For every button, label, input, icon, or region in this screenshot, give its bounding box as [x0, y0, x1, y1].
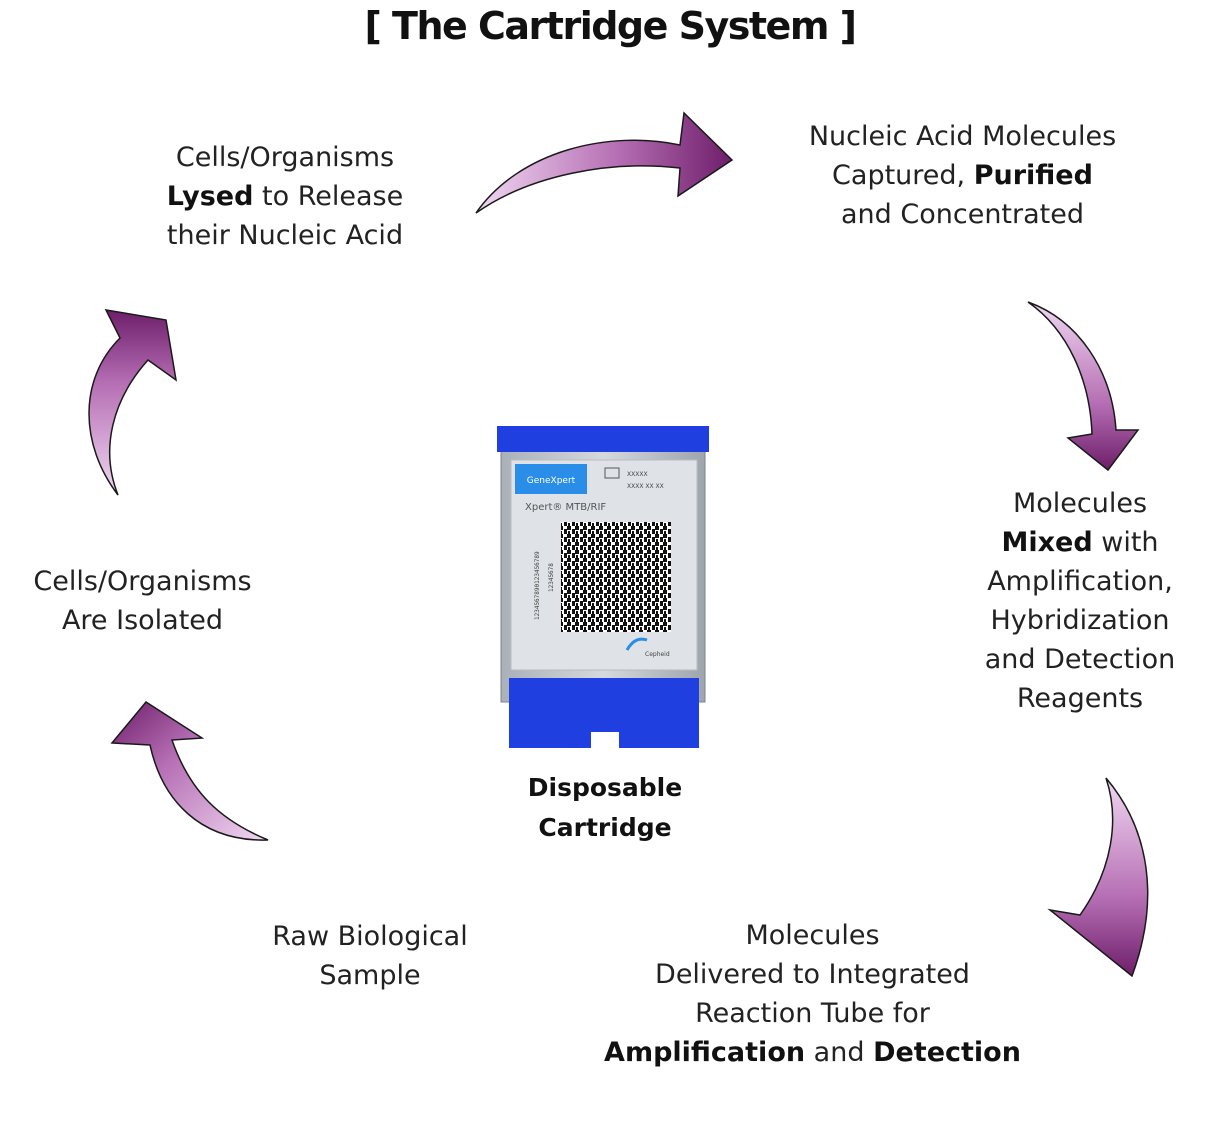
step-captured-line-3: and Concentrated	[841, 199, 1084, 230]
maker-logo-icon	[625, 637, 648, 651]
exp-label: XXXX XX XX	[627, 483, 664, 490]
mixed-bold: Mixed	[1001, 527, 1093, 558]
brand-label: GeneXpert	[527, 476, 576, 486]
step-lysed: Cells/Organisms Lysed to Release their N…	[130, 138, 440, 255]
captured-pre: Captured,	[832, 160, 974, 191]
maker-label: Cepheid	[645, 651, 670, 658]
label-icon	[604, 467, 620, 479]
cartridge-image: GeneXpert XXXXX XXXX XX XX Xpert® MTB/RI…	[497, 426, 709, 748]
step-isolated: Cells/Organisms Are Isolated	[10, 562, 275, 640]
step-captured-line-1: Nucleic Acid Molecules	[808, 121, 1117, 152]
serial-label: 1234567890123456789	[534, 551, 541, 620]
step-delivered-line-1: Molecules	[745, 920, 880, 951]
step-mixed-line-3: Amplification,	[987, 566, 1173, 597]
step-delivered-line-2: Delivered to Integrated	[655, 959, 970, 990]
lot-label: XXXXX	[627, 471, 648, 478]
step-delivered: Molecules Delivered to Integrated Reacti…	[585, 916, 1040, 1072]
lysed-rest: to Release	[253, 181, 404, 212]
brand-badge	[515, 464, 587, 494]
step-isolated-line-1: Cells/Organisms	[33, 566, 252, 597]
cartridge-cap	[497, 426, 709, 452]
arrow-icon-mixed-to-delivered	[1047, 777, 1149, 978]
arrow-icon-isolated-to-lysed	[88, 309, 178, 496]
step-captured: Nucleic Acid Molecules Captured, Purifie…	[770, 117, 1155, 234]
lysed-bold: Lysed	[166, 181, 254, 212]
step-lysed-line-1: Cells/Organisms	[175, 142, 395, 173]
step-captured-line-2: Captured, Purified	[770, 156, 1155, 195]
step-mixed-line-1: Molecules	[1012, 488, 1148, 519]
qr-code	[561, 522, 671, 632]
delivered-mid: and	[805, 1037, 874, 1068]
purified-bold: Purified	[973, 160, 1093, 191]
arrow-icon-lysed-to-captured	[475, 111, 734, 214]
step-raw: Raw Biological Sample	[245, 917, 495, 995]
step-raw-line-2: Sample	[319, 960, 421, 991]
step-delivered-line-3: Reaction Tube for	[695, 998, 930, 1029]
step-mixed-line-5: and Detection	[984, 644, 1176, 675]
step-lysed-line-3: their Nucleic Acid	[166, 220, 404, 251]
caption-line-2: Cartridge	[538, 813, 672, 842]
step-mixed: Molecules Mixed with Amplification, Hybr…	[965, 484, 1195, 718]
code-label: 12345678	[548, 563, 555, 592]
cartridge-base-notch	[591, 732, 619, 748]
amplification-bold: Amplification	[604, 1037, 806, 1068]
step-mixed-line-2: Mixed with	[965, 523, 1195, 562]
product-label: Xpert® MTB/RIF	[525, 502, 606, 513]
mixed-rest: with	[1092, 527, 1159, 558]
detection-bold: Detection	[873, 1037, 1021, 1068]
step-mixed-line-4: Hybridization	[990, 605, 1170, 636]
arrow-icon-raw-to-isolated	[110, 701, 269, 841]
step-delivered-line-4: Amplification and Detection	[585, 1033, 1040, 1072]
step-lysed-line-2: Lysed to Release	[130, 177, 440, 216]
step-mixed-line-6: Reagents	[1016, 683, 1144, 714]
step-raw-line-1: Raw Biological	[272, 921, 468, 952]
caption-line-1: Disposable	[527, 773, 683, 802]
cartridge-caption: Disposable Cartridge	[500, 768, 710, 848]
arrow-icon-captured-to-mixed	[1027, 301, 1140, 472]
step-isolated-line-2: Are Isolated	[61, 605, 224, 636]
diagram-title: [ The Cartridge System ]	[364, 4, 857, 48]
